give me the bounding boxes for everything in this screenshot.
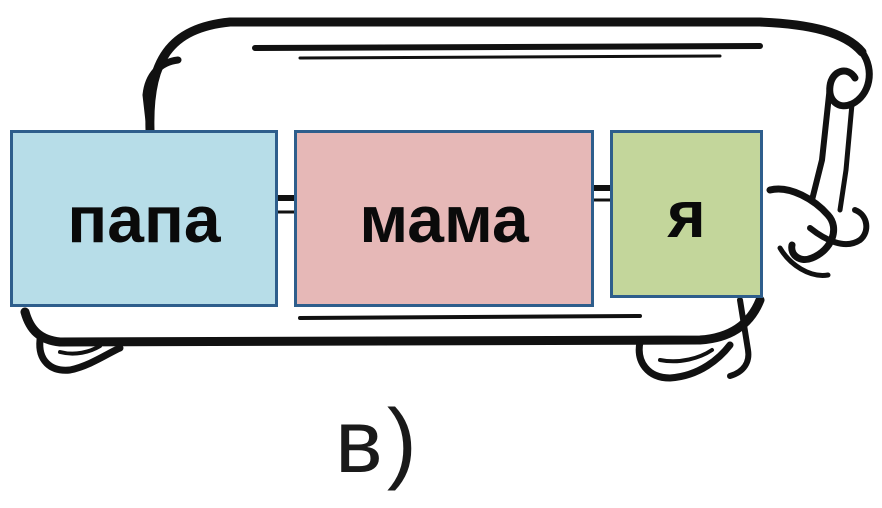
word-card-papa[interactable]: папа — [10, 130, 278, 307]
word-card-label: папа — [67, 181, 221, 256]
word-card-label: мама — [359, 181, 529, 256]
option-caption: в) — [335, 392, 421, 492]
word-card-mama[interactable]: мама — [294, 130, 594, 307]
word-card-label: я — [667, 177, 706, 251]
word-card-ya[interactable]: я — [610, 130, 763, 298]
